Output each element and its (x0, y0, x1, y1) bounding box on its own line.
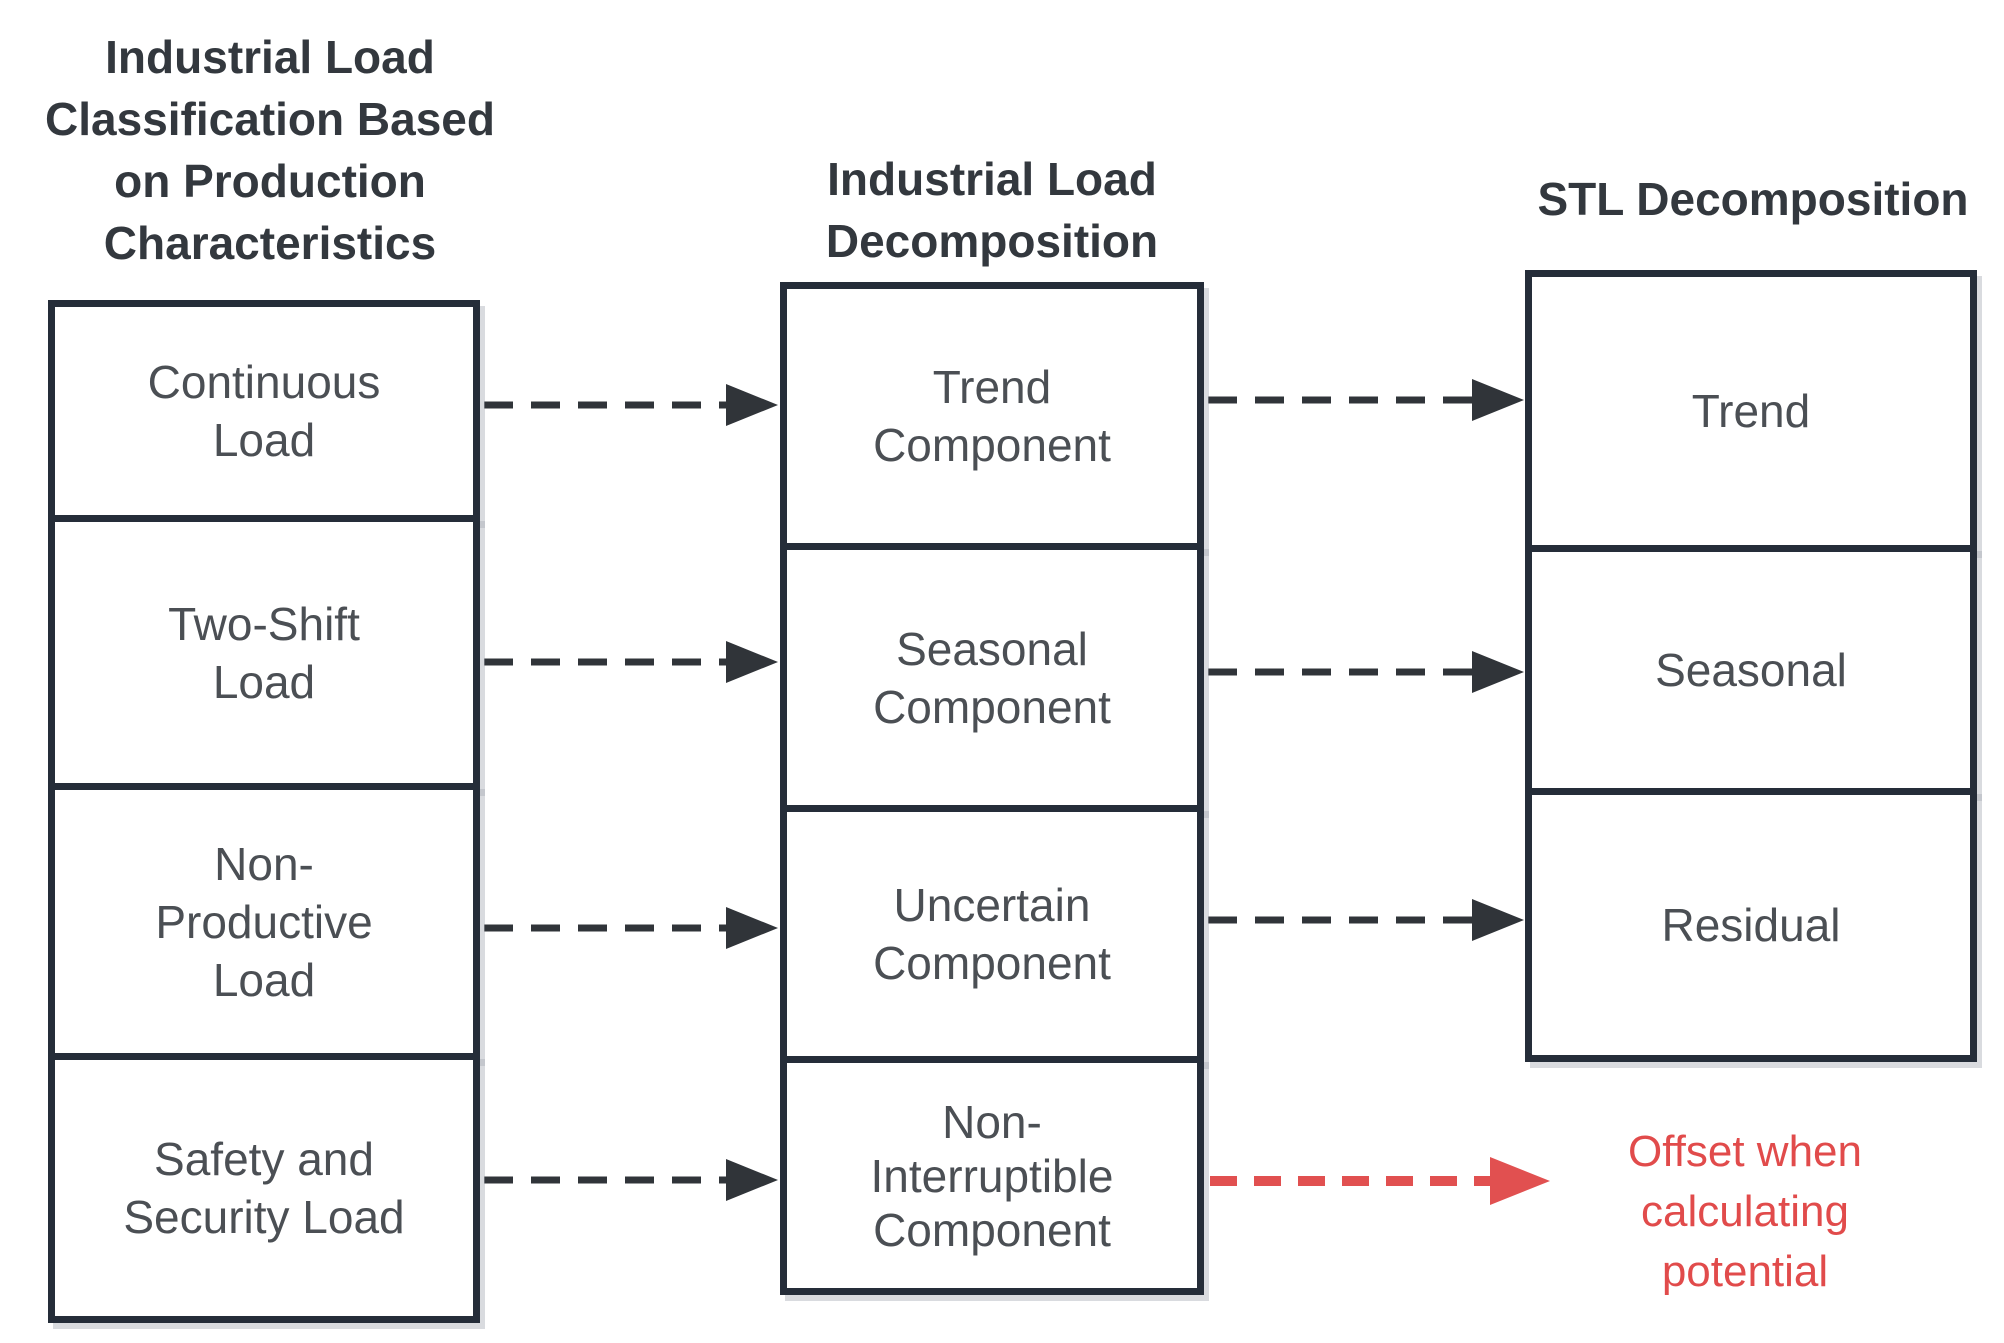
arrow-trend-component-to-trend (1208, 379, 1524, 421)
header-decomposition-column: Industrial Load Decomposition (825, 153, 1159, 267)
arrow-non-interruptible-to-offset-note (1210, 1157, 1550, 1205)
box-continuous-load: Continuous Load (48, 300, 480, 522)
box-uncertain-component: Uncertain Component (780, 805, 1204, 1063)
header-stl-column: STL Decomposition (1537, 173, 1969, 225)
arrow-two-shift-to-seasonal-component (484, 641, 778, 683)
header-classification-column: Industrial Load Classification Based on … (45, 31, 495, 269)
box-two-shift-load: Two-Shift Load (48, 515, 480, 790)
arrow-safety-to-non-interruptible-component (484, 1159, 778, 1201)
box-non-interruptible-component: Non- Interruptible Component (780, 1056, 1204, 1295)
box-seasonal-component: Seasonal Component (780, 543, 1204, 812)
box-safety-security-load: Safety and Security Load (48, 1053, 480, 1323)
arrow-uncertain-component-to-residual (1208, 899, 1524, 941)
arrow-non-productive-to-uncertain-component (484, 907, 778, 949)
box-stl-residual: Residual (1525, 788, 1977, 1062)
box-trend-component: Trend Component (780, 282, 1204, 550)
arrow-continuous-to-trend-component (484, 384, 778, 426)
box-stl-trend: Trend (1525, 270, 1977, 552)
arrow-seasonal-component-to-seasonal (1208, 651, 1524, 693)
box-non-productive-load: Non- Productive Load (48, 783, 480, 1060)
box-stl-seasonal: Seasonal (1525, 545, 1977, 795)
offset-note: Offset when calculating potential (1628, 1127, 1862, 1296)
